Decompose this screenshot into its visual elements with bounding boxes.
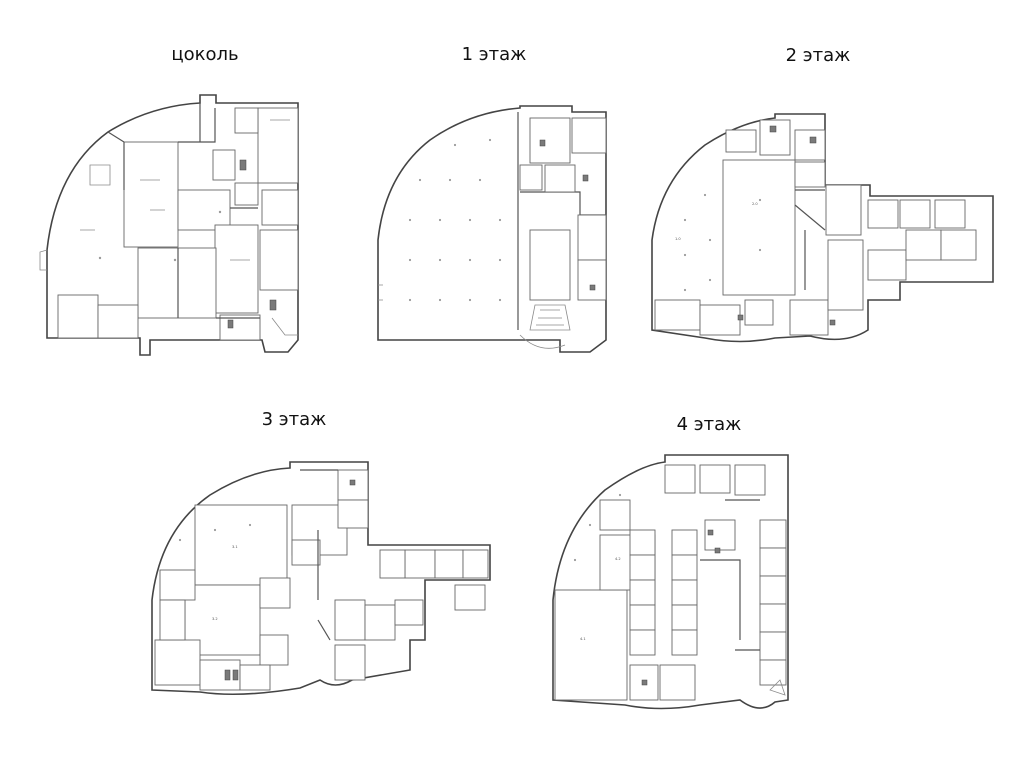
svg-text:3.1: 3.1 bbox=[232, 545, 238, 549]
svg-text:4.1: 4.1 bbox=[580, 637, 586, 641]
floor-title-2: 2 этаж bbox=[785, 45, 851, 66]
svg-text:3.2: 3.2 bbox=[212, 617, 218, 621]
svg-text:4.2: 4.2 bbox=[615, 557, 621, 561]
floor-title-3: 3 этаж bbox=[261, 409, 327, 430]
plan-floor-2: 2.0 1.0 bbox=[651, 113, 994, 343]
plan-floor-4: 4.1 4.2 bbox=[552, 454, 789, 710]
svg-text:2.0: 2.0 bbox=[752, 202, 758, 206]
floor-title-basement: цоколь bbox=[171, 44, 239, 65]
floor-title-1: 1 этаж bbox=[461, 44, 527, 65]
svg-text:1.0: 1.0 bbox=[675, 237, 681, 241]
plan-floor-3: 3.1 3.2 bbox=[151, 461, 491, 696]
floor-title-4: 4 этаж bbox=[676, 414, 742, 435]
plan-floor-1 bbox=[377, 105, 607, 353]
plan-basement bbox=[39, 94, 299, 356]
